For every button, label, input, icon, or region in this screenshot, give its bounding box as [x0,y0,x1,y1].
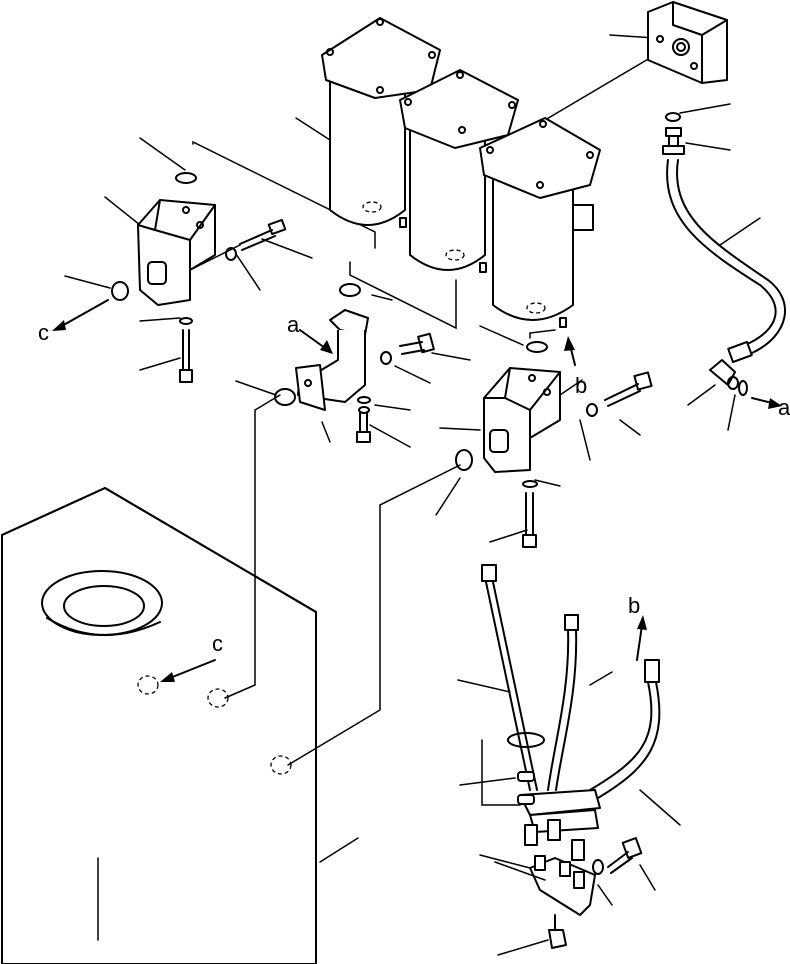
label-b-filter: b [575,373,587,398]
fuel-filter-2 [399,69,519,273]
fuel-tank [1,487,317,964]
o-ring [175,172,197,184]
tank-port-c [137,675,159,695]
label-b-hose: b [628,593,640,618]
right-hose-assembly [662,112,786,396]
label-c-left: c [38,320,49,345]
tank-fill-port [41,570,163,636]
hose-bundle [97,564,681,956]
label-a-right: a [778,395,790,420]
tank-port-return [207,688,229,708]
left-filter-head [111,172,287,383]
connection-lines [64,34,761,766]
fuel-filter-1 [321,17,441,228]
label-c-tank: c [212,631,223,656]
flow-arrows [52,299,782,682]
tank-port-lower [270,755,292,775]
right-filter-head [455,341,653,548]
elbow-fitting [274,283,435,443]
valve-block [647,1,728,84]
label-a-upper: a [287,312,300,337]
fuel-filter-3 [479,117,601,328]
